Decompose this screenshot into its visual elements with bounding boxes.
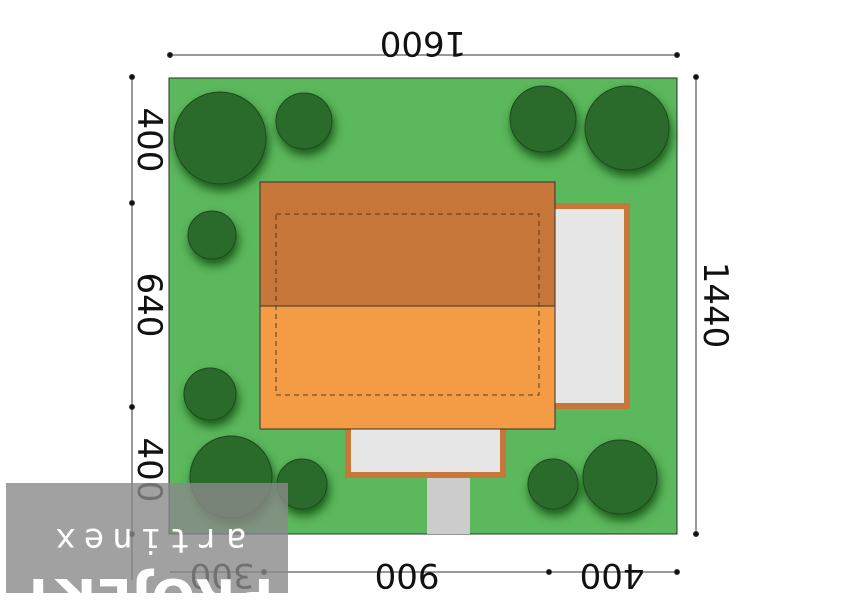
tree: [183, 367, 237, 421]
right-dimension-label: 1440: [695, 262, 735, 349]
watermark: artinex PROJEKT: [6, 483, 288, 600]
tree: [173, 91, 267, 185]
tree: [275, 92, 333, 150]
watermark-projekt: PROJEKT: [20, 566, 274, 600]
left-dimension-label-top: 400: [129, 108, 169, 173]
left-dimension-label-middle: 640: [129, 273, 169, 338]
tree: [187, 210, 237, 260]
tree: [509, 85, 577, 153]
entrance-path: [427, 470, 470, 534]
tree: [584, 85, 670, 171]
bottom-dimension-label-middle: 900: [375, 555, 440, 595]
front-terrace: [345, 420, 506, 478]
building-outline: [275, 213, 540, 396]
tree: [527, 458, 579, 510]
roof-light-half: [259, 305, 556, 430]
side-terrace: [549, 203, 630, 409]
bottom-dimension-label-right: 400: [580, 555, 645, 595]
watermark-brand: artinex: [47, 520, 246, 560]
roof-dark-half: [259, 181, 556, 307]
top-dimension-label: 1600: [380, 23, 467, 63]
trees: [173, 85, 670, 519]
tree: [582, 439, 658, 515]
